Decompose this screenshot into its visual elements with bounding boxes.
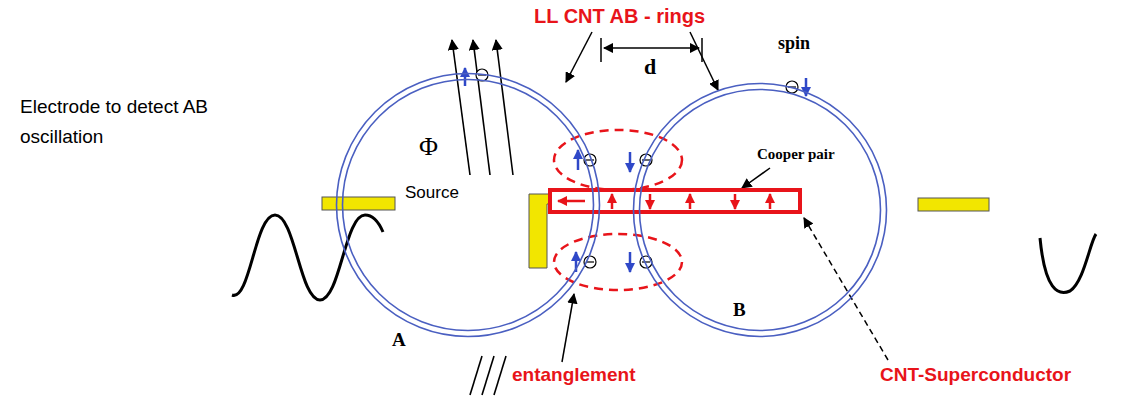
distance-label: d: [644, 54, 656, 79]
ring-line: [634, 84, 887, 337]
cnt-ring: ΦSourceA: [335, 72, 601, 338]
cooper-pair-spins: [558, 194, 770, 209]
ring-outline: [632, 82, 888, 338]
electrode: [322, 197, 395, 210]
title-callout: LL CNT AB - rings: [534, 5, 705, 28]
electrons: [476, 69, 798, 268]
electrode-label: Electrode to detect AB oscillation: [20, 92, 220, 152]
ab-oscillation-wave: [1040, 234, 1096, 292]
electrode: [918, 198, 989, 211]
ring-name: A: [392, 329, 406, 351]
leader-arrows: [562, 32, 888, 362]
flux-symbol: Φ: [419, 132, 438, 162]
source-electrode: [529, 194, 552, 268]
spin-arrows: [465, 68, 806, 272]
superconductor-label: CNT-Superconductor: [880, 364, 1071, 386]
ring-outline: [335, 72, 601, 338]
flux-arrows: [452, 40, 513, 395]
ring-line: [343, 80, 594, 331]
cooper-pair-label: Cooper pair: [757, 146, 835, 163]
source-label: Source: [405, 183, 459, 203]
ring-name: B: [733, 299, 746, 321]
spin-label: spin: [778, 33, 810, 54]
ring-line: [640, 90, 881, 331]
entanglement-label: entanglement: [512, 364, 636, 386]
cnt-ring: B: [632, 82, 888, 338]
ab-oscillation-wave: [232, 215, 383, 300]
cnt-superconductor-bar: [550, 190, 800, 212]
entanglement-region: [554, 130, 682, 290]
ring-line: [337, 74, 600, 337]
